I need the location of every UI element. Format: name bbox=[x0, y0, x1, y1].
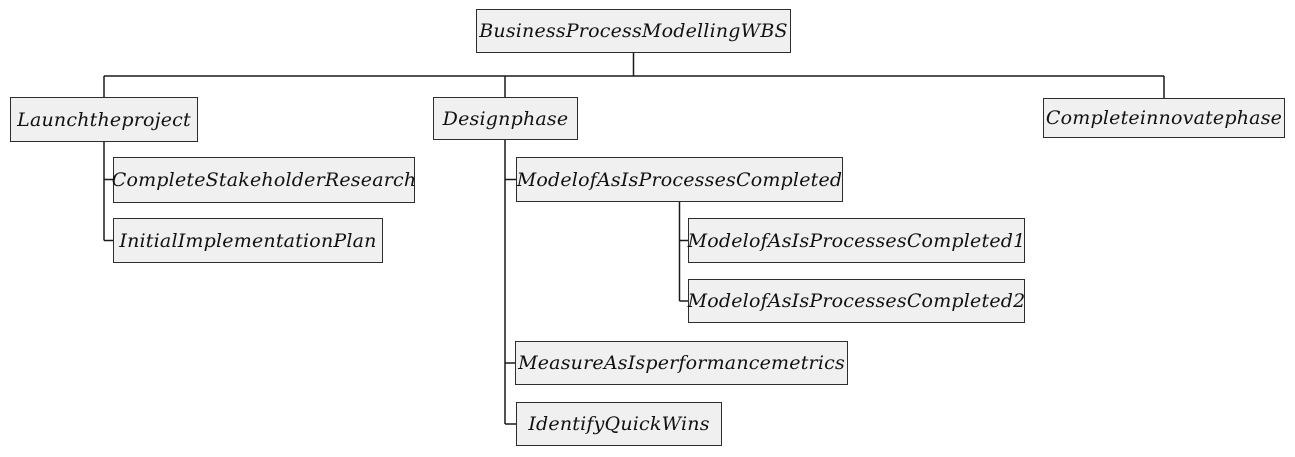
node-business-process-modelling-wbs: BusinessProcessModellingWBS bbox=[476, 9, 791, 53]
node-label-root: BusinessProcessModellingWBS bbox=[479, 20, 788, 42]
node-label-implementation: InitialImplementationPlan bbox=[119, 229, 377, 252]
node-initial-implementation-plan: InitialImplementationPlan bbox=[113, 218, 383, 263]
connector-launch-children bbox=[103, 142, 113, 242]
node-measure-as-is-performance-metrics: MeasureAsIsperformancemetrics bbox=[515, 341, 848, 385]
node-complete-stakeholder-research: CompleteStakeholderResearch bbox=[111, 157, 417, 203]
node-model-of-as-is-processes-completed: ModelofAsIsProcessesCompleted bbox=[516, 157, 843, 202]
node-label-model: ModelofAsIsProcessesCompleted bbox=[516, 168, 843, 191]
connector-model-children bbox=[678, 202, 688, 302]
node-launch-the-project: Launchtheproject bbox=[10, 97, 198, 142]
node-label-stakeholder: CompleteStakeholderResearch bbox=[111, 169, 417, 191]
node-label-model1: ModelofAsIsProcessesCompleted1 bbox=[687, 229, 1026, 252]
node-label-model2: ModelofAsIsProcessesCompleted2 bbox=[687, 290, 1026, 312]
node-design-phase: Designphase bbox=[433, 97, 578, 140]
connector-root-children bbox=[103, 53, 1165, 98]
node-label-complete: Completeinnovatephase bbox=[1045, 107, 1283, 129]
node-model-of-as-is-processes-completed-2: ModelofAsIsProcessesCompleted2 bbox=[688, 279, 1025, 323]
node-label-launch: Launchtheproject bbox=[17, 108, 191, 131]
node-label-quickwins: IdentifyQuickWins bbox=[528, 413, 710, 435]
node-label-design: Designphase bbox=[442, 107, 569, 130]
node-complete-innovate-phase: Completeinnovatephase bbox=[1043, 98, 1285, 138]
node-identify-quick-wins: IdentifyQuickWins bbox=[516, 402, 722, 446]
node-model-of-as-is-processes-completed-1: ModelofAsIsProcessesCompleted1 bbox=[688, 218, 1025, 263]
node-label-measure: MeasureAsIsperformancemetrics bbox=[518, 352, 845, 374]
